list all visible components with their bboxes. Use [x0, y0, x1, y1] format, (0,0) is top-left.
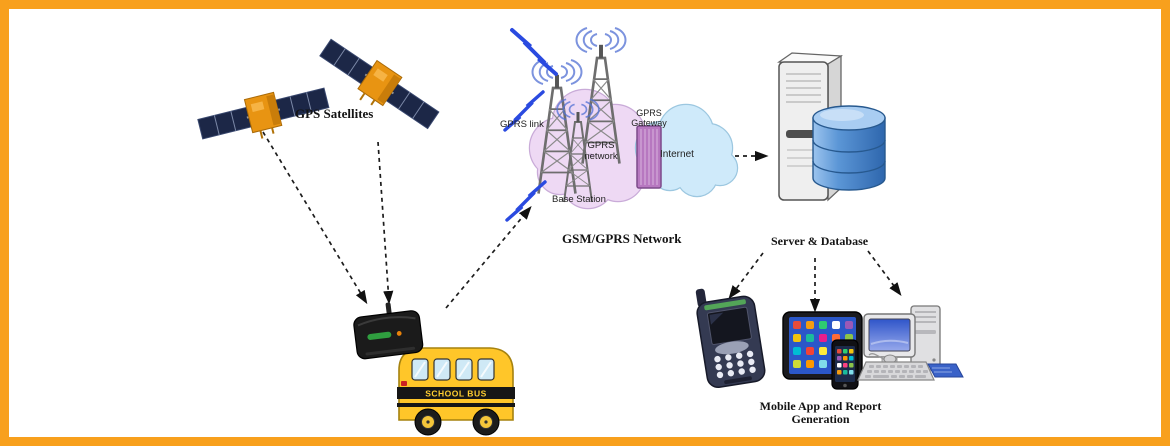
gps-satellite-icon	[311, 31, 445, 142]
gprs-network-label: GPRS network	[584, 140, 618, 162]
lightning-icon	[505, 180, 547, 222]
gprs-gateway-icon	[636, 125, 662, 189]
arrow-sat1-to-tracker	[262, 131, 368, 305]
arrow-server-to-desktop	[867, 250, 902, 297]
gsm-gprs-network-label: GSM/GPRS Network	[562, 231, 682, 246]
pda-phone-icon	[695, 288, 766, 388]
server-database-label: Server & Database	[771, 234, 869, 248]
mobile-app-label-line1: Mobile App and Report	[759, 399, 882, 413]
arrow-sat2-to-tracker	[377, 141, 394, 305]
gprs-link-label: GPRS link	[500, 119, 544, 130]
school-bus-icon: SCHOOL BUS	[397, 347, 515, 436]
arrow-server-to-phone	[728, 252, 764, 300]
desktop-computer-icon	[857, 305, 964, 381]
base-station-label: Base Station	[552, 194, 606, 205]
gprs-gateway-label: GPRS Gateway	[631, 108, 667, 129]
internet-label: Internet	[660, 149, 694, 160]
smartphone-icon	[831, 339, 859, 390]
school-bus-text: SCHOOL BUS	[425, 389, 487, 399]
database-icon	[812, 105, 886, 191]
mobile-app-label: Mobile App and Report Generation	[748, 399, 893, 427]
dashed-arrows	[262, 131, 902, 313]
arrow-tracker-to-gsm	[445, 206, 532, 309]
gps-tracker-icon	[353, 302, 424, 360]
mobile-app-label-line2: Generation	[791, 412, 850, 427]
gps-satellites-label: GPS Satellites	[295, 106, 374, 121]
